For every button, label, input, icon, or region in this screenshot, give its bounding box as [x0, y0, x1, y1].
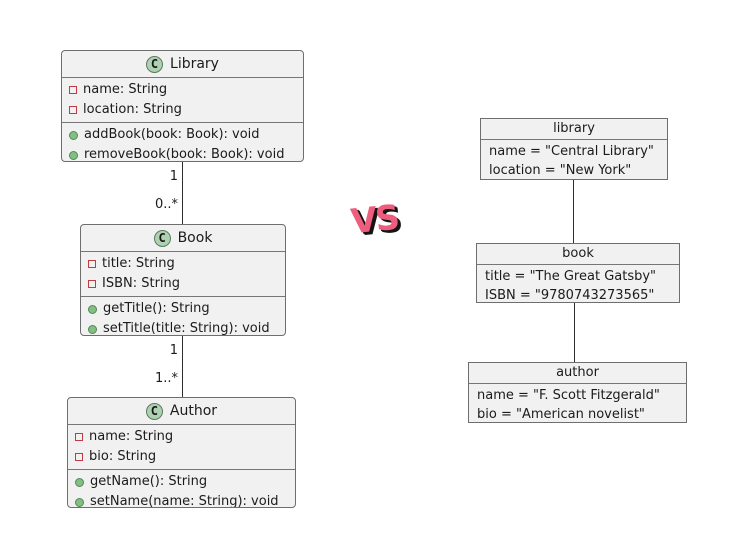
vs-label: VS: [349, 197, 400, 243]
attribute-row: title: String: [88, 254, 278, 274]
attributes-compartment: name: String location: String: [62, 78, 303, 123]
class-box-book: C Book title: String ISBN: String getTit…: [80, 224, 286, 336]
method-visibility-icon: [69, 130, 78, 140]
multiplicity-label: 1..*: [154, 371, 178, 386]
object-slots: title = "The Great Gatsby" ISBN = "97807…: [477, 265, 679, 303]
method-row: addBook(book: Book): void: [69, 125, 296, 145]
class-name: Book: [177, 230, 213, 246]
method-row: getTitle(): String: [88, 299, 278, 319]
attribute-row: name: String: [69, 80, 296, 100]
attribute-row: bio: String: [75, 447, 288, 467]
slot-text: ISBN = "9780743273565": [485, 288, 655, 303]
methods-compartment: addBook(book: Book): void removeBook(boo…: [62, 123, 303, 162]
attribute-text: title: String: [102, 256, 175, 271]
slot-text: title = "The Great Gatsby": [485, 269, 657, 284]
object-slots: name = "Central Library" location = "New…: [481, 140, 667, 179]
class-name: Author: [169, 403, 218, 419]
field-visibility-icon: [88, 260, 96, 268]
object-name: library: [481, 119, 667, 140]
object-name: author: [469, 363, 686, 384]
class-box-author: C Author name: String bio: String getNam…: [67, 397, 296, 508]
multiplicity-label: 1: [169, 169, 178, 184]
link-line-library-book: [573, 180, 574, 243]
attributes-compartment: title: String ISBN: String: [81, 252, 285, 297]
method-visibility-icon: [88, 304, 97, 314]
method-visibility-icon: [69, 150, 78, 160]
association-line-library-book: [182, 162, 183, 224]
slot-text: bio = "American novelist": [477, 407, 645, 422]
method-visibility-icon: [75, 477, 84, 487]
attribute-text: location: String: [83, 102, 182, 117]
object-box-library: library name = "Central Library" locatio…: [480, 118, 668, 180]
class-header: C Book: [81, 225, 285, 252]
class-header: C Author: [68, 398, 295, 425]
attribute-text: name: String: [83, 82, 168, 97]
method-text: setName(name: String): void: [90, 494, 279, 508]
method-row: removeBook(book: Book): void: [69, 145, 296, 162]
multiplicity-label: 0..*: [154, 197, 178, 212]
field-visibility-icon: [88, 280, 96, 288]
method-text: removeBook(book: Book): void: [84, 147, 285, 162]
method-text: addBook(book: Book): void: [84, 127, 260, 142]
method-row: setTitle(title: String): void: [88, 319, 278, 336]
object-name: book: [477, 244, 679, 265]
method-row: setName(name: String): void: [75, 492, 288, 508]
class-stereotype-icon: C: [153, 229, 171, 247]
association-line-book-author: [182, 336, 183, 397]
attribute-row: ISBN: String: [88, 274, 278, 294]
slot-text: name = "Central Library": [489, 144, 654, 159]
slot-text: name = "F. Scott Fitzgerald": [477, 388, 660, 403]
field-visibility-icon: [75, 453, 83, 461]
method-text: setTitle(title: String): void: [103, 321, 270, 336]
attribute-row: location: String: [69, 100, 296, 120]
class-stereotype-icon: C: [146, 55, 164, 73]
method-row: getName(): String: [75, 472, 288, 492]
class-stereotype-icon: C: [145, 402, 163, 420]
method-visibility-icon: [88, 324, 97, 334]
object-box-author: author name = "F. Scott Fitzgerald" bio …: [468, 362, 687, 423]
class-box-library: C Library name: String location: String …: [61, 50, 304, 162]
attributes-compartment: name: String bio: String: [68, 425, 295, 470]
field-visibility-icon: [69, 106, 77, 114]
multiplicity-label: 1: [169, 343, 178, 358]
class-name: Library: [170, 56, 219, 72]
methods-compartment: getTitle(): String setTitle(title: Strin…: [81, 297, 285, 336]
class-header: C Library: [62, 51, 303, 78]
object-slots: name = "F. Scott Fitzgerald" bio = "Amer…: [469, 384, 686, 422]
link-line-book-author: [574, 303, 575, 362]
field-visibility-icon: [75, 433, 83, 441]
method-visibility-icon: [75, 497, 84, 507]
field-visibility-icon: [69, 86, 77, 94]
object-box-book: book title = "The Great Gatsby" ISBN = "…: [476, 243, 680, 303]
slot-text: location = "New York": [489, 163, 632, 178]
attribute-text: bio: String: [89, 449, 157, 464]
attribute-row: name: String: [75, 427, 288, 447]
attribute-text: ISBN: String: [102, 276, 181, 291]
attribute-text: name: String: [89, 429, 174, 444]
methods-compartment: getName(): String setName(name: String):…: [68, 470, 295, 508]
method-text: getName(): String: [90, 474, 208, 489]
method-text: getTitle(): String: [103, 301, 210, 316]
